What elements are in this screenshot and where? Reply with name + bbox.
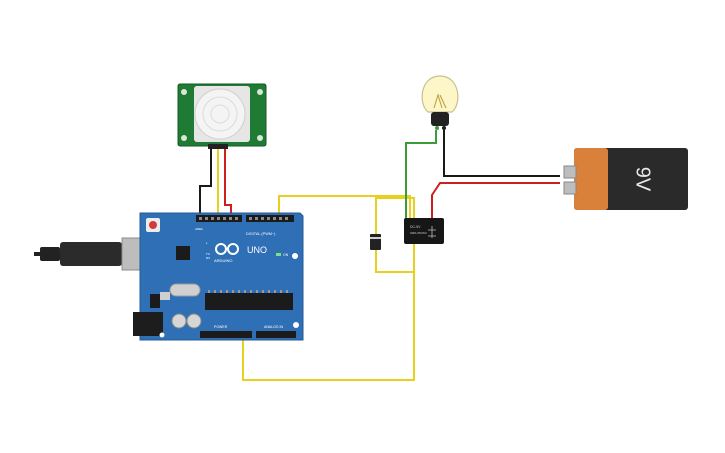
on-label: ON [283, 253, 289, 257]
power-label: POWER [214, 325, 228, 329]
pir-dome [194, 88, 246, 140]
relay-sublabel: SRD-05VDC [410, 231, 428, 235]
tx-label: TX [206, 252, 210, 256]
bulb-glass [421, 75, 459, 113]
diode[interactable] [370, 234, 381, 250]
l-label: L [206, 241, 208, 245]
wire-green-bulb[interactable] [405, 130, 437, 228]
wire-yellow-power[interactable] [242, 197, 415, 381]
digital-label: DIGITAL (PWM~) [246, 232, 276, 236]
arduino-model: UNO [247, 245, 267, 255]
battery-9v[interactable]: 9V [563, 148, 688, 210]
relay[interactable]: DC-5V SRD-05VDC [404, 218, 444, 244]
battery-label: 9V [632, 167, 654, 192]
light-bulb[interactable] [421, 75, 459, 130]
wire-black-pir-gnd[interactable] [199, 148, 212, 218]
arduino-uno[interactable]: UNO ARDUINO DIGITAL (PWM~) POWER ANALOG … [34, 212, 304, 341]
relay-label: DC-5V [410, 225, 421, 229]
arduino-logo-icon [215, 243, 239, 255]
wire-yellow-signal[interactable] [278, 195, 411, 228]
wires [199, 130, 560, 381]
arduino-logo-text: ARDUINO [214, 258, 232, 263]
rx-label: RX [206, 256, 210, 260]
pir-sensor[interactable] [177, 83, 267, 149]
analog-label: ANALOG IN [264, 325, 284, 329]
microcontroller-chip [205, 293, 293, 310]
wire-red-relay-battery[interactable] [431, 182, 560, 228]
on-led [276, 253, 281, 256]
aref-label: AREF [195, 227, 203, 231]
wire-black-bulb-battery[interactable] [443, 130, 560, 177]
arduino-board [139, 212, 304, 341]
analog-header [256, 331, 296, 338]
power-header [200, 331, 252, 338]
